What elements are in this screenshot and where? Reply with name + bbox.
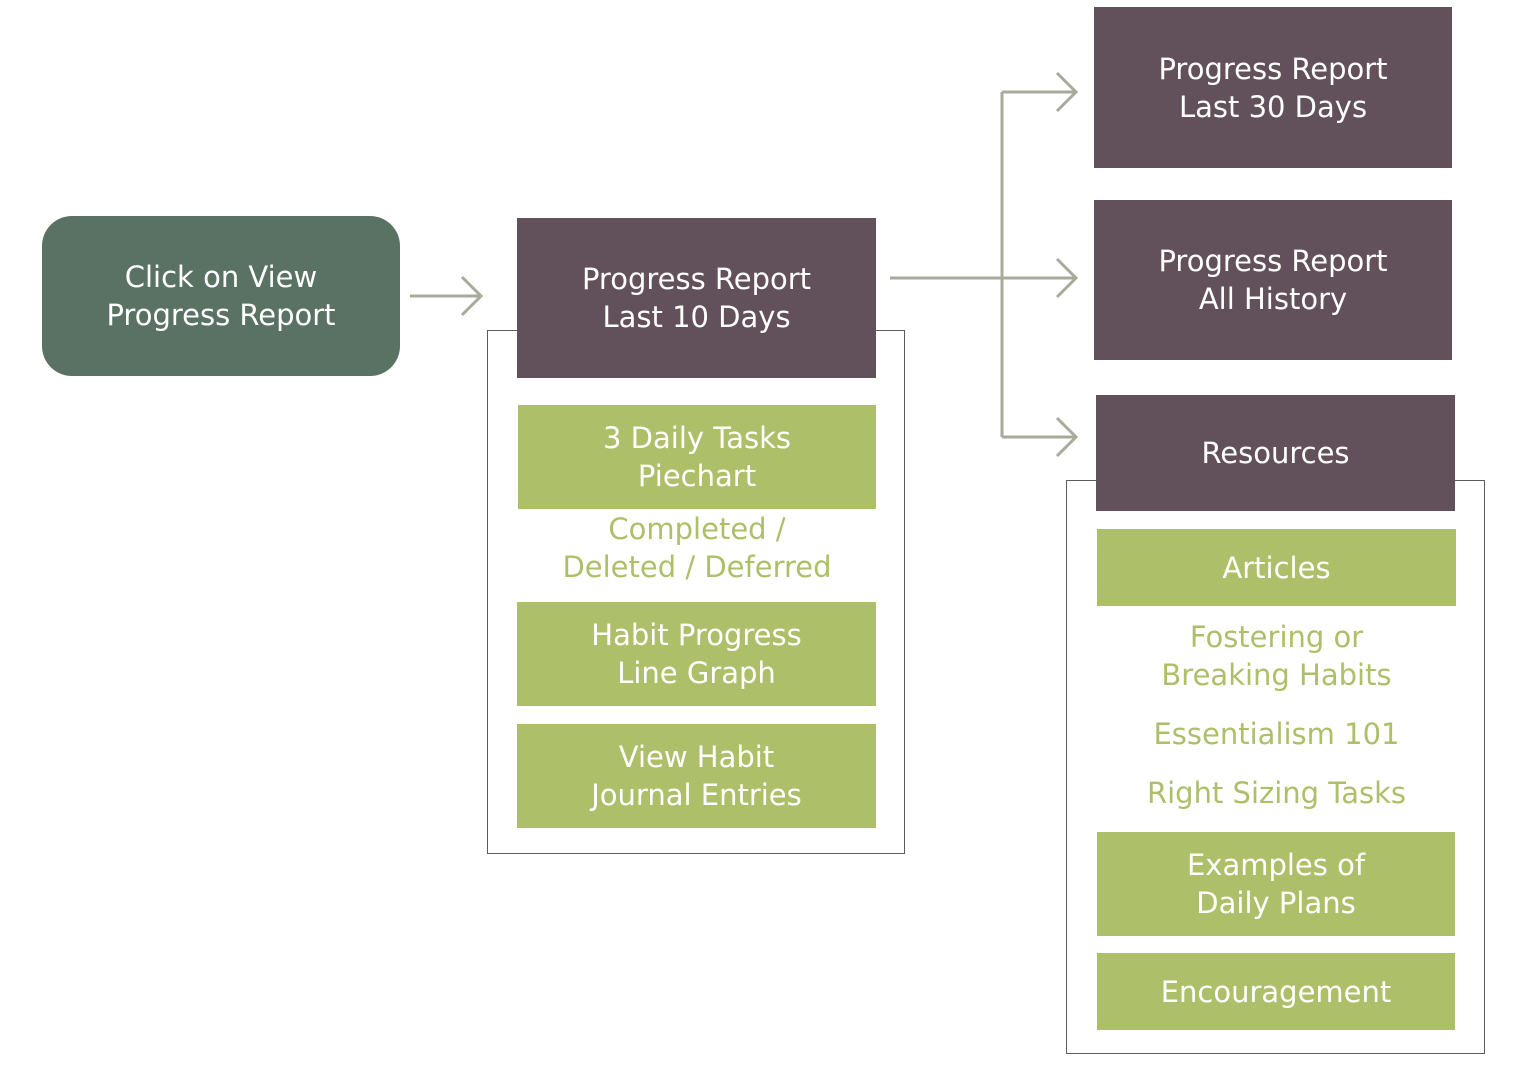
arrowhead-resources xyxy=(1055,416,1079,458)
start-node-view-progress-report[interactable]: Click on View Progress Report xyxy=(42,216,400,376)
article-item-fostering-habits: Fostering or Breaking Habits xyxy=(1161,620,1392,692)
habit-progress-line-graph-box[interactable]: Habit Progress Line Graph xyxy=(517,602,876,706)
article-item-essentialism: Essentialism 101 xyxy=(1153,717,1400,751)
ten-day-header[interactable]: Progress Report Last 10 Days xyxy=(517,218,876,378)
all-history-header[interactable]: Progress Report All History xyxy=(1094,200,1452,360)
piechart-legend-text: Completed / Deleted / Deferred xyxy=(562,512,832,584)
daily-tasks-piechart-box[interactable]: 3 Daily Tasks Piechart xyxy=(518,405,876,509)
resources-header[interactable]: Resources xyxy=(1096,395,1455,511)
arrowhead-all-history xyxy=(1055,257,1079,299)
arrowhead-10-days xyxy=(460,275,484,317)
arrowhead-30-days xyxy=(1055,71,1079,113)
thirty-day-header[interactable]: Progress Report Last 30 Days xyxy=(1094,7,1452,168)
encouragement-box[interactable]: Encouragement xyxy=(1097,953,1455,1030)
habit-journal-entries-box[interactable]: View Habit Journal Entries xyxy=(517,724,876,828)
daily-plans-examples-box[interactable]: Examples of Daily Plans xyxy=(1097,832,1455,936)
article-item-right-sizing-tasks: Right Sizing Tasks xyxy=(1146,776,1407,810)
articles-box[interactable]: Articles xyxy=(1097,529,1456,606)
